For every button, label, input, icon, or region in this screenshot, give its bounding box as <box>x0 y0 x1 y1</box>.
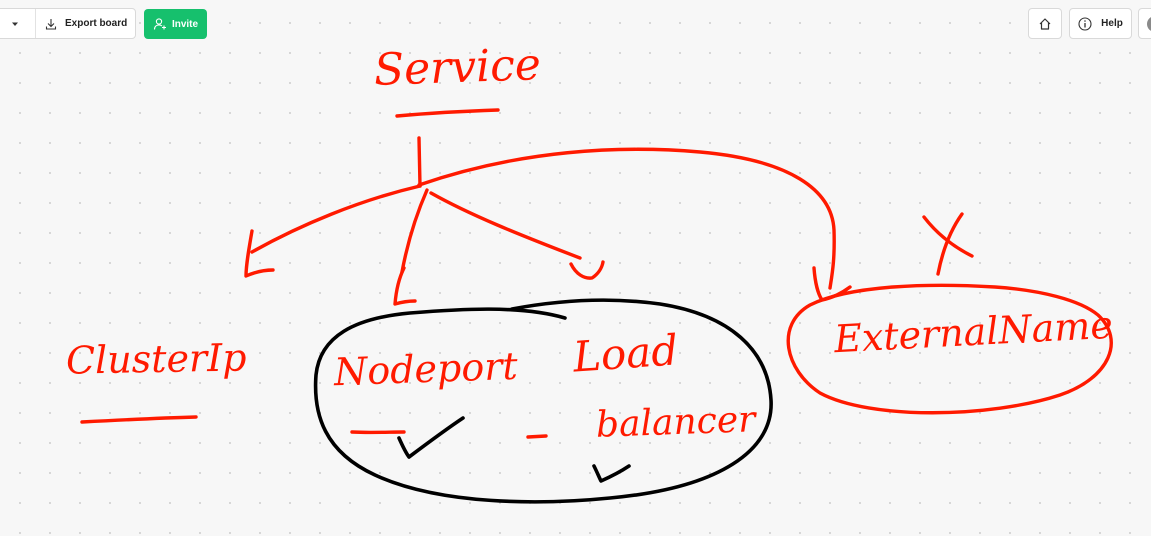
excluded-mark-text: X <box>0 0 1 1</box>
home-button[interactable] <box>1028 8 1062 39</box>
arrowhead-nodeport <box>393 266 417 306</box>
avatar <box>1147 15 1151 32</box>
externalname-ellipse <box>786 283 1113 415</box>
download-icon <box>45 18 57 30</box>
invite-label: Invite <box>171 18 199 30</box>
cross-mark-stroke-2 <box>936 212 964 276</box>
arrow-to-externalname <box>417 147 836 290</box>
home-icon <box>1039 17 1051 30</box>
arrow-to-loadbalancer <box>429 191 582 260</box>
arrowhead-loadbalancer <box>569 260 605 280</box>
arrow-to-clusterip <box>250 184 422 254</box>
user-avatar-button[interactable] <box>1138 8 1151 39</box>
chevron-down-icon <box>12 22 18 26</box>
info-icon <box>1078 16 1092 31</box>
separator-dash <box>526 434 548 439</box>
service-underline <box>395 108 500 118</box>
board-toolbar: Export board <box>0 8 136 39</box>
cross-mark-stroke-1 <box>922 215 974 258</box>
export-board-label: Export board <box>65 18 128 29</box>
arrow-to-nodeport <box>400 188 429 274</box>
export-board-button[interactable]: Export board <box>36 9 127 38</box>
stem-line <box>417 136 422 188</box>
loadbalancer-checkmark <box>592 464 631 483</box>
load-label: Load <box>571 325 680 382</box>
grouping-ellipse <box>313 298 773 504</box>
add-user-icon <box>153 18 166 30</box>
nodeport-checkmark <box>397 416 465 459</box>
nodeport-label: Nodeport <box>333 343 519 395</box>
balancer-label: balancer <box>595 399 757 446</box>
arrowhead-clusterip <box>244 229 275 278</box>
service-title: Service <box>373 39 542 96</box>
help-button[interactable]: Help <box>1069 8 1132 39</box>
board-menu-dropdown[interactable] <box>0 9 36 38</box>
clusterip-label: ClusterIp <box>65 335 247 383</box>
clusterip-underline <box>80 415 198 424</box>
invite-button[interactable]: Invite <box>144 9 207 39</box>
help-label: Help <box>1101 18 1123 29</box>
